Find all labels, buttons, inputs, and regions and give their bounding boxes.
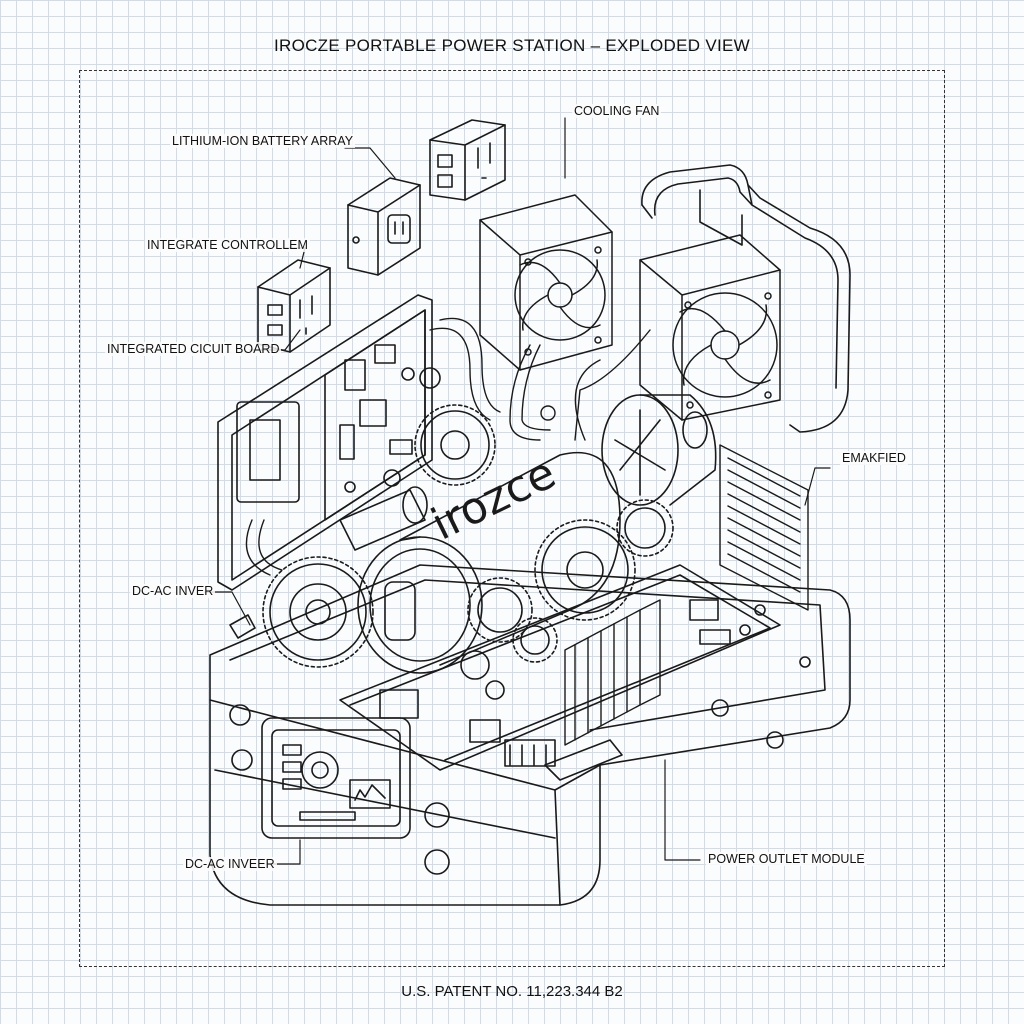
label-power-outlet-module: POWER OUTLET MODULE: [706, 852, 867, 866]
outlet-module: [348, 178, 420, 275]
base-housing: [210, 565, 850, 905]
top-cover-bracket: [642, 165, 850, 432]
display-panel: [262, 718, 410, 838]
cooling-fan-icon: [480, 195, 612, 370]
dashed-frame: [79, 70, 945, 967]
circuit-board-module: [218, 295, 440, 590]
main-circuit-board: [340, 565, 780, 770]
label-integrated-circuit-board: INTEGRATED CICUIT BOARD: [105, 342, 282, 356]
diagram-title: IROCZE PORTABLE POWER STATION – EXPLODED…: [273, 36, 751, 55]
motor-fan-assembly: [602, 395, 716, 505]
cooling-fan-icon: [640, 235, 780, 420]
vent-grille: [720, 445, 808, 610]
cables: [246, 318, 650, 575]
label-battery-array: LITHIUM-ION BATTERY ARRAY: [170, 134, 356, 148]
port-hole-icon: [425, 803, 449, 827]
display-dial-icon: [302, 752, 338, 788]
battery-cylinder: [358, 453, 620, 673]
label-dc-ac-inverter-top: DC-AC INVER: [130, 584, 216, 598]
heatsink: [565, 600, 660, 745]
port-hole-icon: [232, 750, 252, 770]
label-integrate-controller: INTEGRATE CONTROLLEM: [145, 238, 310, 252]
port-hole-icon: [230, 705, 250, 725]
brand-logo: irozce: [424, 447, 564, 550]
gears: [263, 405, 673, 667]
label-cooling-fan: COOLING FAN: [572, 104, 662, 118]
port-hole-icon: [425, 850, 449, 874]
patent-number: U.S. PATENT NO. 11,223.344 B2: [401, 983, 623, 1000]
label-dc-ac-inverter-bottom: DC-AC INVEER: [183, 857, 277, 871]
outlet-module: [430, 120, 505, 200]
bracket-pieces: [230, 615, 622, 780]
label-emakfied: EMAKFIED: [840, 451, 908, 465]
